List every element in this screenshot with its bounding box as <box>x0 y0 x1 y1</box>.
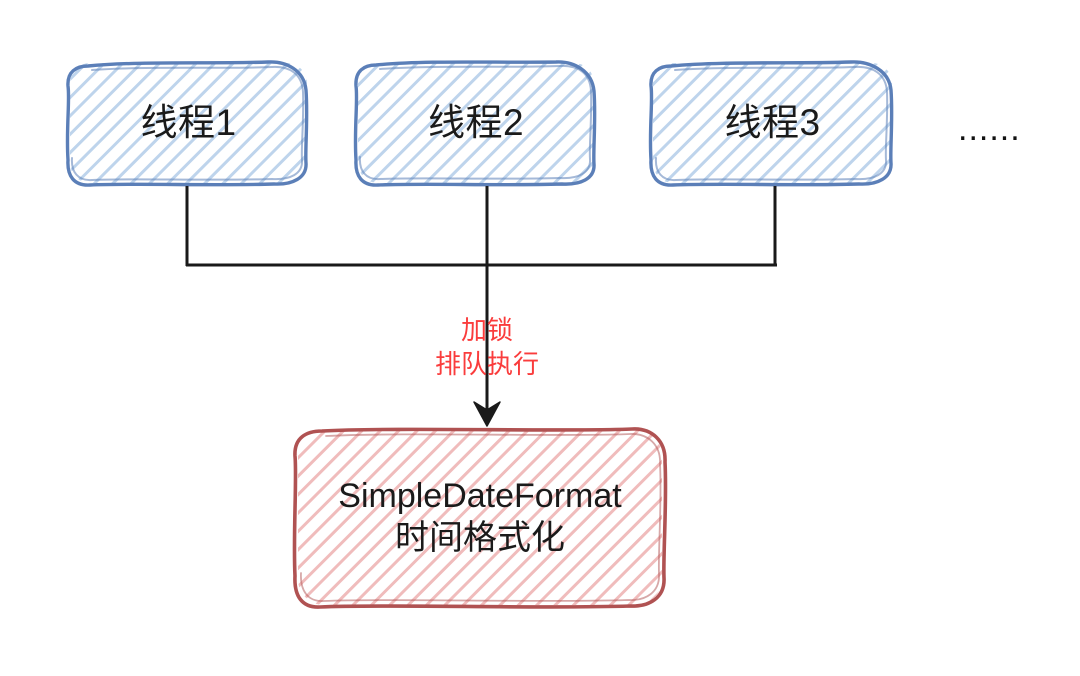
thread-box-2[interactable] <box>353 60 597 187</box>
edge-label-line-2: 排队执行 <box>434 349 539 380</box>
edge-label-lock: 加锁 排队执行 <box>387 313 587 382</box>
thread-box-1[interactable] <box>65 60 309 187</box>
ellipsis-more-threads: ...... <box>958 110 1021 148</box>
edge-label-line-1: 加锁 <box>460 315 513 345</box>
connector-bus <box>185 186 777 427</box>
thread-box-3[interactable] <box>648 60 894 187</box>
target-box-simple-date-format[interactable] <box>292 427 668 609</box>
